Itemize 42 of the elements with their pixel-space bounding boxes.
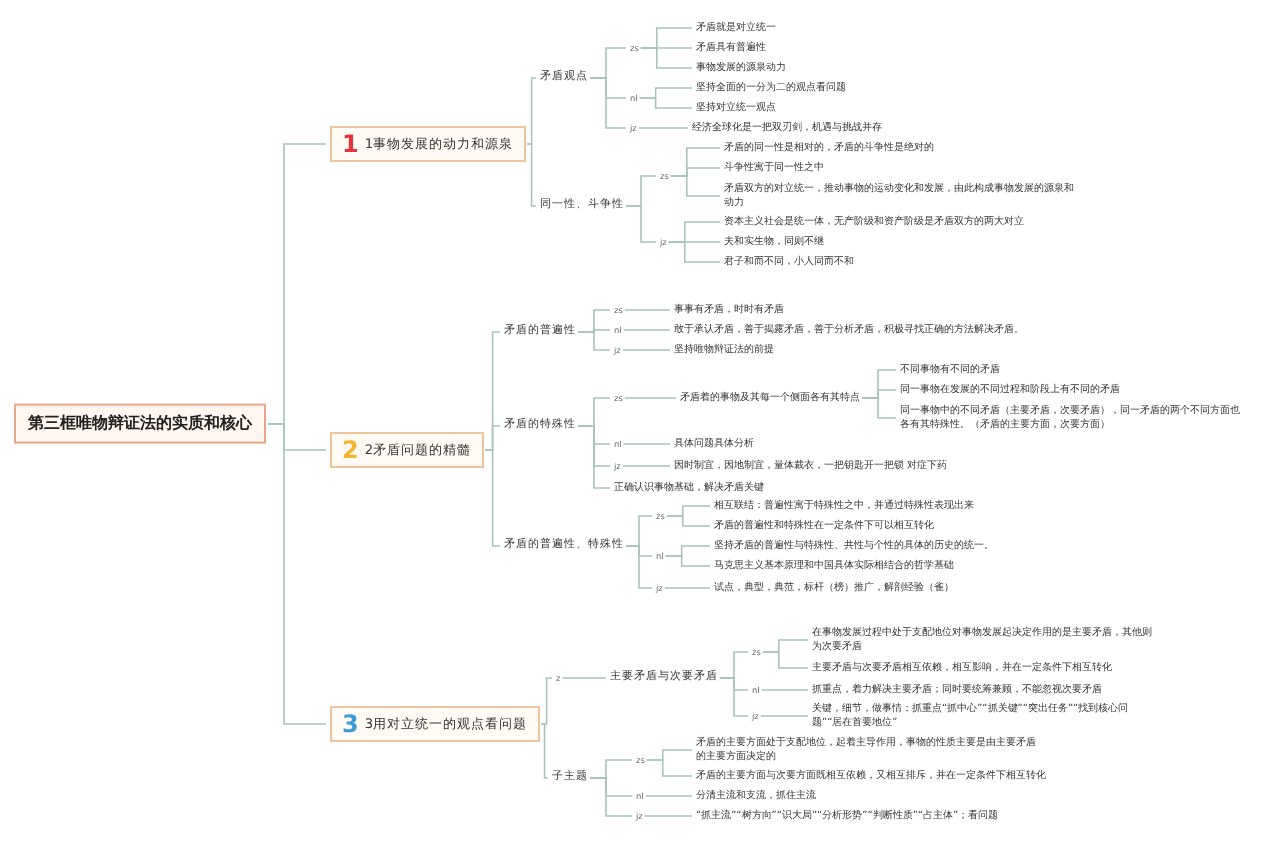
connector-line	[637, 127, 689, 129]
connector-line	[666, 515, 711, 527]
connector-line	[577, 331, 611, 351]
connector-line	[719, 677, 749, 717]
connector-line	[644, 795, 693, 797]
number-label: 1	[342, 132, 359, 156]
connector-line	[526, 77, 537, 145]
number-label: 2	[342, 438, 359, 462]
connector-line	[638, 97, 693, 109]
connector-line	[621, 465, 671, 467]
connector-line	[625, 205, 657, 243]
connector-line	[762, 651, 809, 669]
connector-line	[625, 545, 653, 589]
connector-line	[622, 329, 671, 331]
topic-box	[330, 432, 484, 468]
connector-line	[667, 241, 721, 263]
connector-line	[646, 759, 693, 777]
topic-box	[330, 706, 540, 742]
topic-box	[330, 126, 526, 162]
connector-line	[861, 397, 897, 419]
connector-line	[577, 425, 611, 489]
connector-line	[267, 423, 327, 725]
connector-line	[622, 443, 671, 445]
number-label: 3	[342, 712, 359, 736]
connector-line	[589, 77, 627, 129]
connector-line	[561, 677, 607, 679]
connector-line	[624, 397, 677, 399]
connector-line	[663, 587, 711, 589]
root-topic-box: 第三框唯物辩证法的实质和核心	[14, 403, 266, 445]
connector-line	[540, 677, 553, 725]
connector-line	[526, 143, 537, 207]
connector-line	[664, 555, 711, 567]
connector-line	[589, 777, 633, 817]
connector-line	[760, 689, 809, 691]
connector-line	[759, 715, 809, 717]
connector-line	[670, 175, 721, 197]
connector-line	[621, 349, 671, 351]
connector-line	[640, 47, 693, 69]
connector-line	[643, 815, 693, 817]
connector-line	[484, 449, 501, 547]
connector-line	[624, 309, 671, 311]
connector-line	[540, 723, 549, 779]
